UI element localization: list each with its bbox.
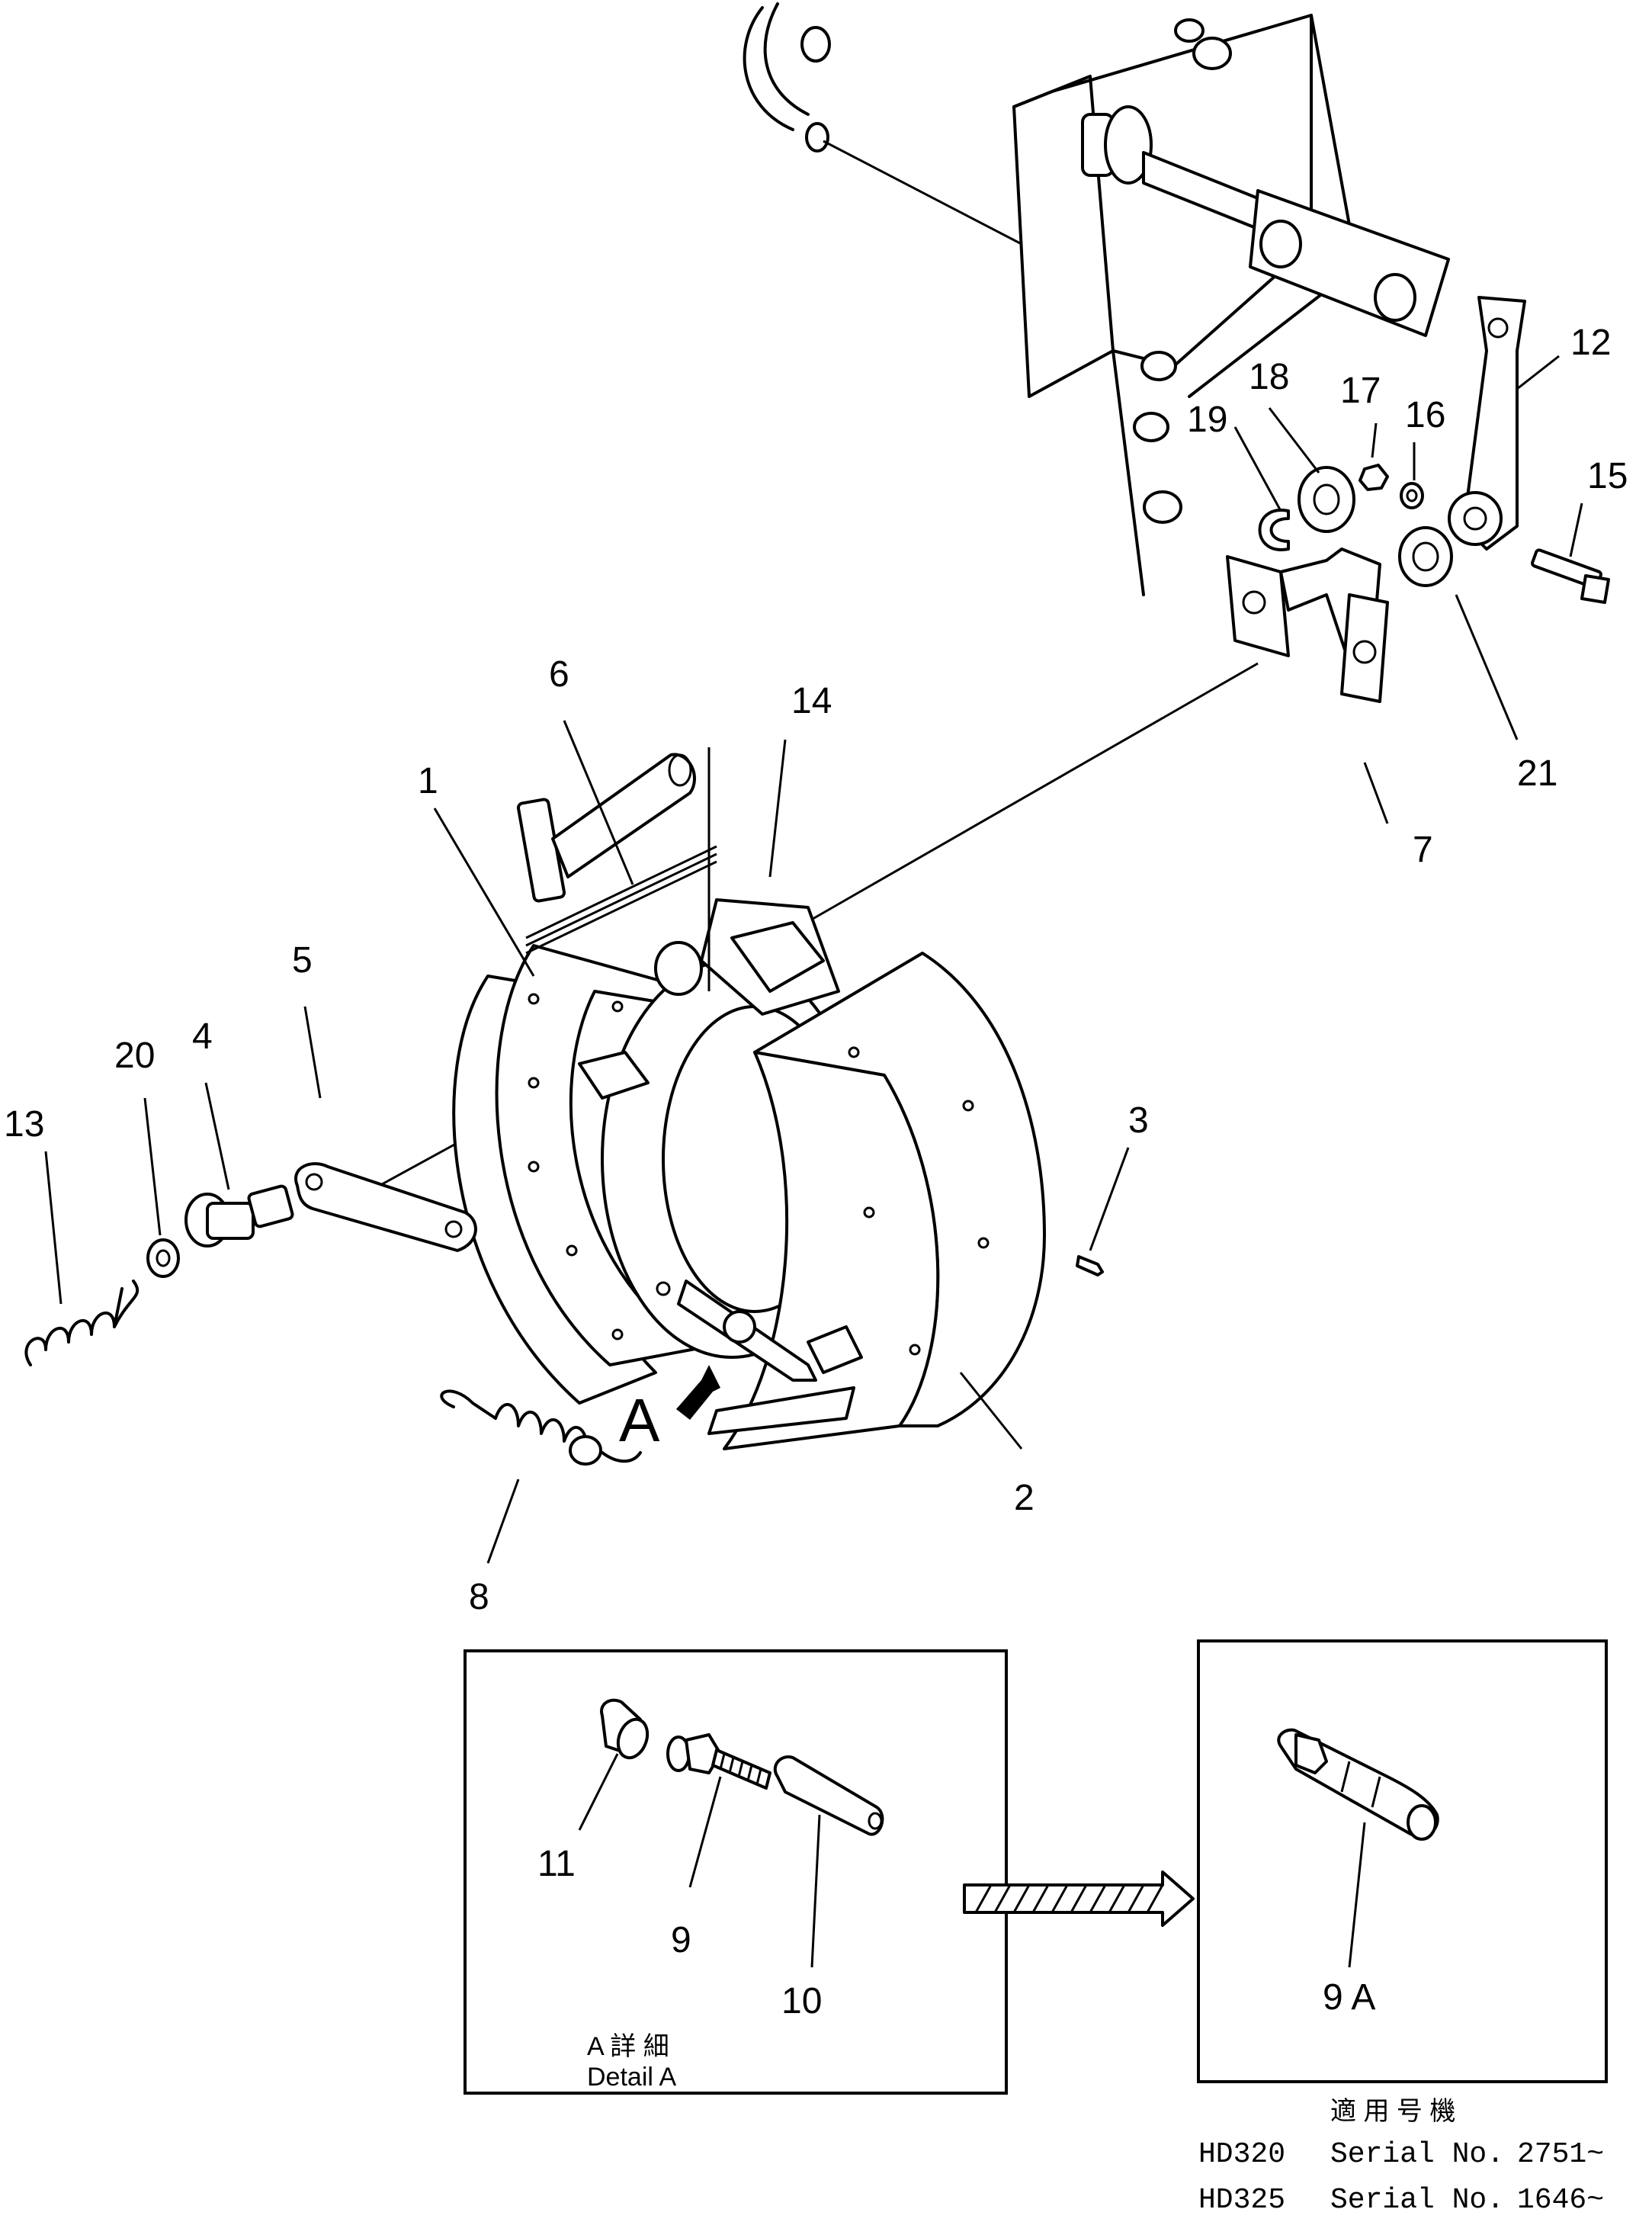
detail-a-jp-label: A 詳 細: [587, 2032, 669, 2061]
link-5: [294, 1162, 477, 1252]
callouts: 12 15 16 17 18 19 21 7 6 14 1 5 4 20 13 …: [4, 323, 1628, 1617]
serial-label-hd325: Serial No.: [1330, 2184, 1504, 2217]
serial-hd320: 2751~: [1517, 2138, 1604, 2171]
small-hardware: [1258, 464, 1453, 587]
applicability-note: 適 用 号 機 HD320 Serial No. 2751~ HD325 Ser…: [1198, 2097, 1604, 2217]
model-hd325: HD325: [1198, 2184, 1285, 2217]
callout-11: 11: [537, 1844, 576, 1884]
callout-20: 20: [114, 1036, 155, 1076]
callout-8: 8: [469, 1577, 489, 1617]
model-hd320: HD320: [1198, 2138, 1285, 2171]
detail-a-label: Detail A: [587, 2063, 676, 2092]
callout-18: 18: [1249, 357, 1289, 397]
leaf-spring-14: [525, 747, 717, 991]
callout-5: 5: [292, 940, 313, 981]
leader-lines: [44, 355, 1583, 1564]
detail-a-panel: 11 9 10 A 詳 細 Detail A: [464, 1649, 1008, 2095]
lever-12: [1448, 296, 1526, 551]
callout-9a: 9 A: [1323, 1977, 1375, 2018]
serial-hd325: 1646~: [1517, 2184, 1604, 2217]
spring-13: [24, 1280, 140, 1366]
view-arrow-label: A: [619, 1386, 660, 1454]
callout-1: 1: [418, 761, 438, 801]
callout-15: 15: [1587, 456, 1628, 496]
callout-10: 10: [781, 1981, 822, 2021]
spring-8: [440, 1389, 642, 1466]
replacement-part-panel: 9 A: [1197, 1639, 1608, 2083]
washer-20: [146, 1238, 180, 1278]
pin-6: [516, 753, 696, 903]
view-arrow-icon: [676, 1365, 720, 1420]
callout-19: 19: [1187, 400, 1227, 440]
serial-label-hd320: Serial No.: [1330, 2138, 1504, 2171]
callout-2: 2: [1014, 1478, 1035, 1518]
callout-4: 4: [192, 1016, 213, 1057]
callout-12: 12: [1570, 323, 1611, 363]
housing-assembly: [743, 2, 1450, 596]
callout-13: 13: [4, 1104, 44, 1145]
callout-7: 7: [1413, 830, 1433, 870]
adjuster-4: [184, 1184, 294, 1247]
bolt-15: [1531, 548, 1610, 604]
pin-3: [1076, 1255, 1104, 1276]
callout-21: 21: [1517, 753, 1557, 794]
callout-17: 17: [1340, 371, 1381, 411]
bracket-7: [1226, 547, 1389, 703]
callout-16: 16: [1405, 395, 1445, 435]
brake-shoe-assembly: [452, 898, 1046, 1450]
callout-3: 3: [1128, 1100, 1149, 1141]
callout-14: 14: [791, 681, 832, 721]
supersession-arrow-icon: [963, 1870, 1195, 1927]
callout-6: 6: [549, 654, 569, 695]
callout-9: 9: [671, 1920, 691, 1960]
applicability-jp-header: 適 用 号 機: [1330, 2097, 1455, 2126]
